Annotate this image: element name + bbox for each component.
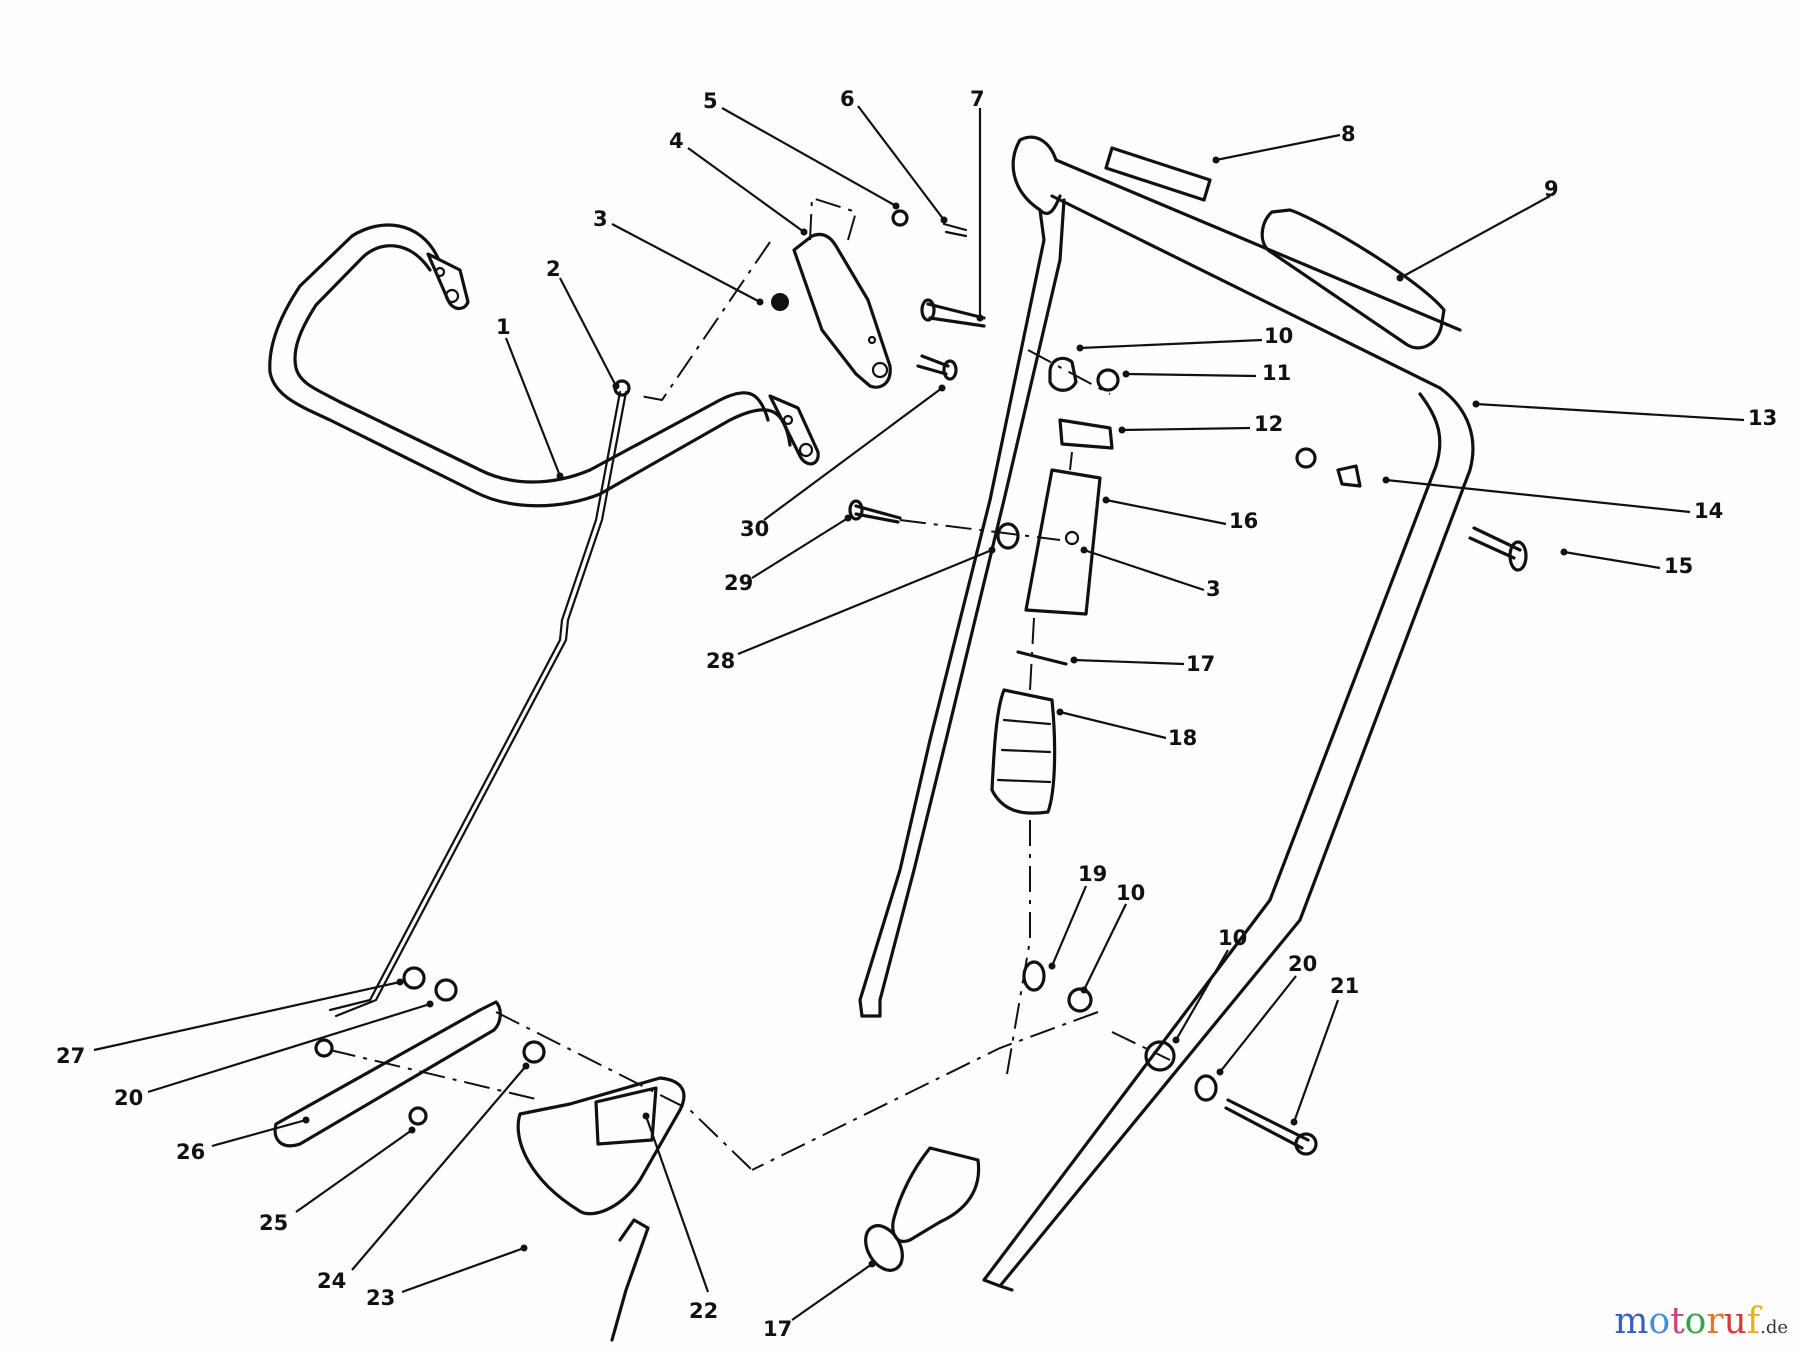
callout-6: 6 (840, 87, 855, 111)
callout-20: 20 (1288, 952, 1317, 976)
washer-28-bolt-29 (848, 499, 1061, 550)
callout-17: 17 (1186, 652, 1215, 676)
callout-7: 7 (970, 87, 985, 111)
callout-4: 4 (669, 129, 684, 153)
part-1-bail-bar (268, 223, 820, 508)
bolts-7-30 (916, 298, 986, 381)
wm-tld: .de (1760, 1317, 1788, 1338)
callout-25: 25 (259, 1211, 288, 1235)
knob-10-nut-11 (1027, 349, 1120, 395)
watermark-logo: motoruf.de (1614, 1301, 1788, 1342)
ring-17-boot-18 (990, 617, 1068, 1081)
callout-10b: 10 (1116, 881, 1145, 905)
cap-12-tube-16 (1024, 418, 1114, 616)
lower-boot-ring (864, 1146, 981, 1272)
part-9-grip (1260, 208, 1446, 350)
callout-10c: 10 (1218, 926, 1247, 950)
callout-24: 24 (317, 1269, 346, 1293)
callout-3b: 3 (1206, 577, 1221, 601)
callout-1: 1 (496, 315, 511, 339)
callout-11: 11 (1262, 361, 1291, 385)
callout-9: 9 (1544, 177, 1559, 201)
lower-left-linkage (273, 966, 753, 1342)
callout-26: 26 (176, 1140, 205, 1164)
callout-29: 29 (724, 571, 753, 595)
callout-22: 22 (689, 1299, 718, 1323)
callout-18: 18 (1168, 726, 1197, 750)
callout-15: 15 (1664, 554, 1693, 578)
callout-13: 13 (1748, 406, 1777, 430)
callout-3: 3 (593, 207, 608, 231)
callout-8: 8 (1341, 122, 1356, 146)
callout-12: 12 (1254, 412, 1283, 436)
wm-letter: o (1648, 1301, 1671, 1342)
part-8-sleeve (1104, 146, 1212, 202)
callout-28: 28 (706, 649, 735, 673)
callout-17b: 17 (763, 1317, 792, 1341)
callout-30: 30 (740, 517, 769, 541)
callout-5: 5 (703, 89, 718, 113)
wm-letter: u (1723, 1301, 1747, 1342)
callout-27: 27 (56, 1044, 85, 1068)
wm-letter: m (1614, 1301, 1649, 1342)
pivot-14-bolt-15 (1295, 447, 1528, 572)
part-2-control-rod (328, 379, 631, 1018)
callout-16: 16 (1229, 509, 1258, 533)
callout-23: 23 (366, 1286, 395, 1310)
wm-letter: o (1684, 1301, 1707, 1342)
callout-20b: 20 (114, 1086, 143, 1110)
callout-19: 19 (1078, 862, 1107, 886)
part-13-main-handle (858, 135, 1475, 1292)
callout-10: 10 (1264, 324, 1293, 348)
wm-letter: r (1706, 1301, 1724, 1342)
callouts: 1 2 3 4 5 6 7 8 9 10 11 12 13 14 15 16 3… (56, 87, 1777, 1341)
lower-right-hardware (751, 960, 1318, 1171)
callout-14: 14 (1694, 499, 1723, 523)
part-4-bracket (639, 196, 968, 402)
wm-letter: f (1746, 1301, 1761, 1342)
callout-2: 2 (546, 257, 561, 281)
callout-21: 21 (1330, 974, 1359, 998)
wm-letter: t (1670, 1301, 1685, 1342)
